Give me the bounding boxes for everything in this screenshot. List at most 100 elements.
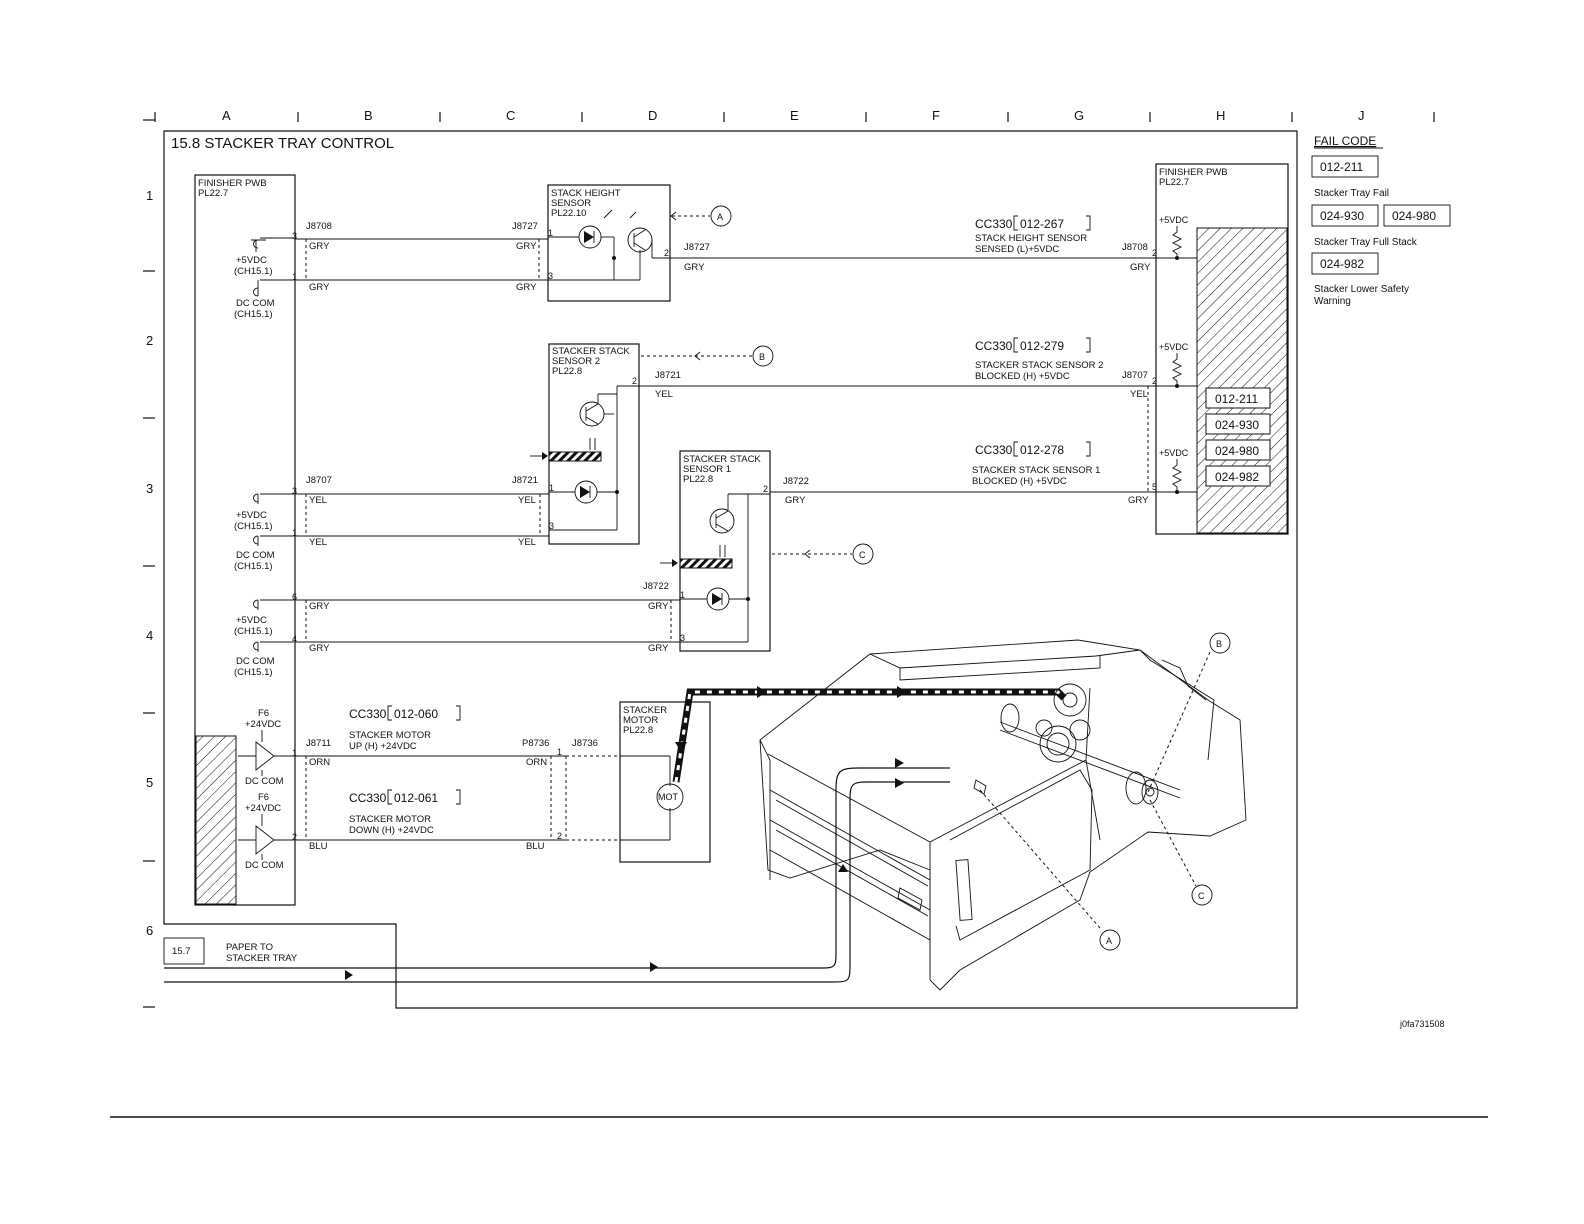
col-label-g: G [1074,108,1084,123]
svg-text:A: A [717,212,723,222]
svg-text:SENSOR 1: SENSOR 1 [683,464,731,475]
col-label-b: B [364,108,373,123]
svg-text:MOTOR: MOTOR [623,715,658,726]
svg-text:SENSOR: SENSOR [551,198,591,209]
finisher-pwb-right: FINISHER PWB PL22.7 +5VDC +5VDC +5VDC 01… [1155,163,1289,535]
fail-code-024-982: 024-982 [1320,257,1364,271]
svg-text:1: 1 [548,228,553,238]
svg-text:(CH15.1): (CH15.1) [234,521,273,532]
col-label-e: E [790,108,799,123]
power-supply-symbols: +5VDC (CH15.1) DC COM (CH15.1) +5VDC (CH… [234,237,294,871]
svg-text:GRY: GRY [648,601,669,612]
pwb-code-2: 024-930 [1215,418,1259,432]
svg-text:1: 1 [292,272,297,282]
svg-text:CC330: CC330 [975,339,1013,353]
svg-text:2: 2 [664,248,669,258]
page-title: 15.8 STACKER TRAY CONTROL [171,135,394,152]
col-label-h: H [1216,108,1225,123]
svg-text:DC COM: DC COM [245,776,284,787]
svg-text:J8707: J8707 [306,475,332,486]
svg-text:J8727: J8727 [512,221,538,232]
svg-text:GRY: GRY [516,241,537,252]
svg-text:+5VDC: +5VDC [236,615,267,626]
motor-icon [656,783,684,811]
svg-text:SENSOR 2: SENSOR 2 [552,356,600,367]
svg-text:F6: F6 [258,792,269,803]
stack-height-sensor: STACK HEIGHT SENSOR PL22.10 1 3 2 [547,184,671,302]
svg-text:YEL: YEL [1130,389,1148,400]
svg-text:YEL: YEL [309,495,327,506]
col-label-j: J [1358,108,1365,123]
svg-text:15.7: 15.7 [172,946,191,957]
svg-text:PL22.7: PL22.7 [1159,177,1189,188]
diagram-frame [163,130,1298,1009]
pwb-code-1: 012-211 [1215,392,1258,406]
svg-text:2: 2 [763,484,768,494]
row-label-6: 6 [146,923,153,938]
svg-text:DC COM: DC COM [236,550,275,561]
drive-path [672,686,1067,783]
svg-text:(CH15.1): (CH15.1) [234,667,273,678]
svg-text:2: 2 [632,376,637,386]
stacker-tray-illustration [759,639,1247,991]
svg-text:+24VDC: +24VDC [245,803,281,814]
svg-text:GRY: GRY [309,241,330,252]
fail-code-heading: FAIL CODE [1314,134,1376,148]
svg-text:STACKER TRAY: STACKER TRAY [226,953,298,964]
svg-text:J8736: J8736 [572,738,598,749]
svg-text:+5VDC: +5VDC [1159,448,1189,458]
svg-text:J8707: J8707 [1122,370,1148,381]
svg-text:UP (H) +24VDC: UP (H) +24VDC [349,741,417,752]
svg-text:C: C [1198,891,1205,901]
svg-text:BLU: BLU [309,841,328,852]
figure-id: j0fa731508 [1399,1019,1445,1029]
row-label-4: 4 [146,628,153,643]
svg-text:STACKER STACK: STACKER STACK [552,346,630,357]
svg-text:GRY: GRY [309,643,330,654]
svg-text:Stacker Tray Fail: Stacker Tray Fail [1314,188,1389,199]
svg-text:STACKER STACK SENSOR 1: STACKER STACK SENSOR 1 [972,465,1100,476]
svg-text:ORN: ORN [309,757,330,768]
marker-a-top [710,205,732,227]
svg-text:012-278: 012-278 [1020,443,1064,457]
svg-text:Stacker Lower Safety: Stacker Lower Safety [1314,284,1409,295]
svg-text:PL22.8: PL22.8 [683,474,713,485]
fail-code-024-980: 024-980 [1392,209,1436,223]
svg-text:STACKER STACK SENSOR 2: STACKER STACK SENSOR 2 [975,360,1103,371]
svg-text:1: 1 [292,748,297,758]
svg-text:GRY: GRY [648,643,669,654]
svg-text:J8727: J8727 [684,242,710,253]
svg-text:ORN: ORN [526,757,547,768]
svg-text:FINISHER PWB: FINISHER PWB [198,178,267,189]
svg-text:1: 1 [557,747,562,757]
stacker-stack-sensor-1: STACKER STACK SENSOR 1 PL22.8 2 1 3 [660,450,771,652]
sensor-1-power-wiring: J8722 6 4 GRY GRY GRY GRY [292,581,680,654]
fail-code-024-930: 024-930 [1320,209,1364,223]
svg-text:PL22.8: PL22.8 [552,366,582,377]
row-label-3: 3 [146,481,153,496]
svg-text:1: 1 [549,483,554,493]
svg-text:DOWN (H) +24VDC: DOWN (H) +24VDC [349,825,434,836]
fail-code-012-211: 012-211 [1320,160,1363,174]
row-label-1: 1 [146,188,153,203]
svg-text:GRY: GRY [684,262,705,273]
row-label-2: 2 [146,333,153,348]
svg-text:2: 2 [1152,248,1157,258]
svg-text:C: C [859,550,866,560]
svg-text:+5VDC: +5VDC [1159,215,1189,225]
stacker-stack-sensor-2-wiring: J8721 YEL J8707 YEL 2 CC330 012-279 STAC… [639,337,1160,492]
svg-text:BLOCKED (H) +5VDC: BLOCKED (H) +5VDC [972,476,1067,487]
svg-text:J8721: J8721 [655,370,681,381]
svg-text:J8708: J8708 [306,221,332,232]
col-label-d: D [648,108,657,123]
svg-text:4: 4 [292,634,297,644]
svg-text:+24VDC: +24VDC [245,719,281,730]
svg-text:B: B [759,352,765,362]
svg-text:J8708: J8708 [1122,242,1148,253]
svg-text:2: 2 [557,831,562,841]
svg-text:STACKER MOTOR: STACKER MOTOR [349,730,431,741]
svg-text:(CH15.1): (CH15.1) [234,561,273,572]
svg-text:DC COM: DC COM [245,860,284,871]
svg-text:012-060: 012-060 [394,707,438,721]
